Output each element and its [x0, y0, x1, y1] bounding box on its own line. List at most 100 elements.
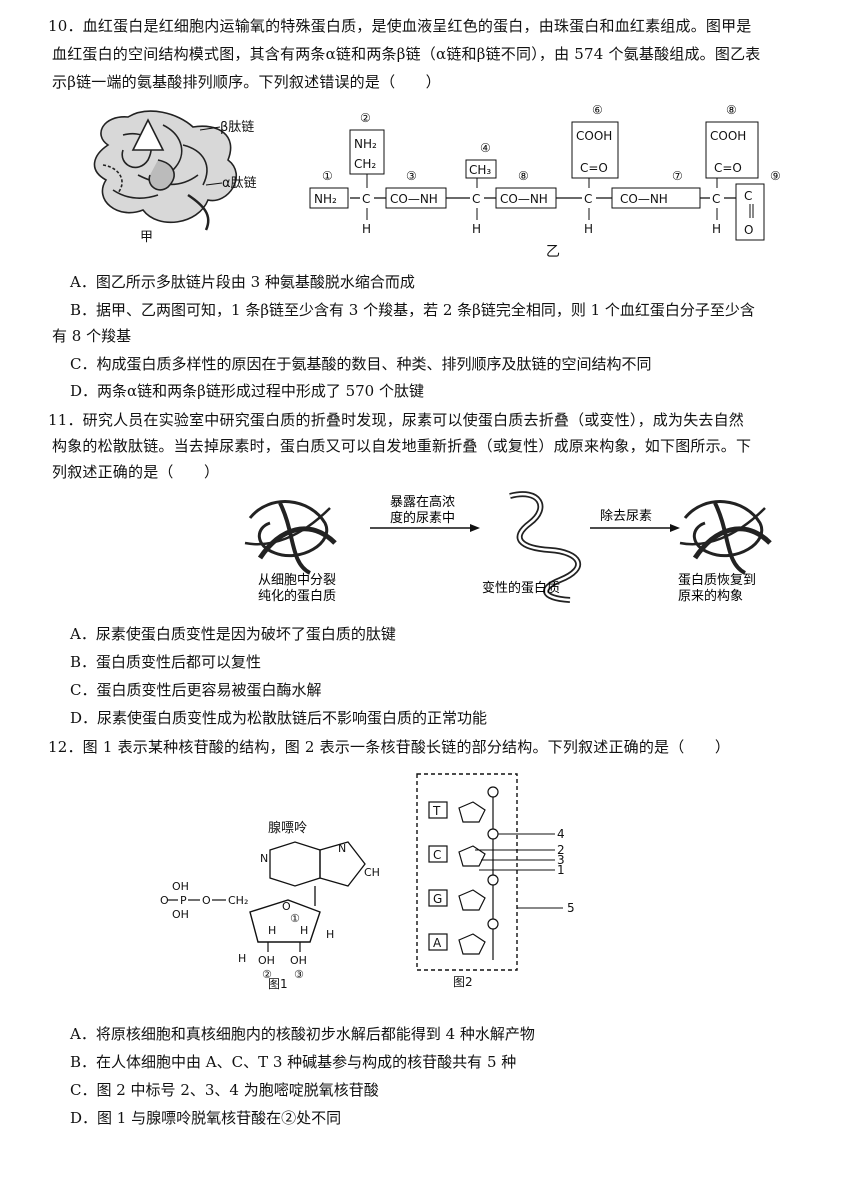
q11-option-c[interactable]: C．蛋白质变性后更容易被蛋白酶水解	[70, 681, 322, 699]
q10-option-c[interactable]: C．构成蛋白质多样性的原因在于氨基酸的数目、种类、排列顺序及肽链的空间结构不同	[70, 355, 652, 373]
q11-stem-line-3: 列叙述正确的是（ ）	[52, 463, 220, 481]
q11-option-b[interactable]: B．蛋白质变性后都可以复性	[70, 653, 262, 671]
nucleotide-chain-figure: T C G A 4 2 3 1	[416, 773, 575, 989]
nh2-group: NH₂	[314, 192, 337, 206]
q10-stem-line-2: 血红蛋白的空间结构模式图，其含有两条α链和两条β链（α链和β链不同），由 574…	[52, 45, 761, 63]
label-7: ⑦	[672, 169, 683, 183]
protein-folding-figure: 暴露在高浓 度的尿素中 除去尿素 从细胞中分裂 纯化的蛋白质 变性的蛋白质 蛋白…	[244, 491, 772, 604]
caption-purified-line1: 从细胞中分裂	[258, 573, 336, 588]
figure-jia-caption: 甲	[140, 230, 153, 245]
q12-option-d[interactable]: D．图 1 与腺嘌呤脱氧核苷酸在②处不同	[70, 1109, 342, 1127]
side-chain-8-cooh: COOH	[710, 129, 746, 143]
q12-option-c[interactable]: C．图 2 中标号 2、3、4 为胞嘧啶脱氧核苷酸	[70, 1081, 379, 1099]
q11-stem-line-1: 11．研究人员在实验室中研究蛋白质的折叠时发现，尿素可以使蛋白质去折叠（或变性）…	[48, 411, 744, 429]
arrow1-label-line1: 暴露在高浓	[390, 494, 455, 510]
adenine-title: 腺嘌呤	[268, 820, 307, 836]
ribose-oh-3: OH	[290, 954, 307, 967]
q11-option-a[interactable]: A．尿素使蛋白质变性是因为破坏了蛋白质的肽键	[70, 625, 396, 643]
ribose-oh-2: OH	[258, 954, 275, 967]
phosphate-p: P	[180, 894, 187, 907]
n-label-2: N	[338, 842, 346, 855]
alpha-carbon-4: C	[712, 192, 720, 206]
figure-2-caption: 图2	[453, 975, 473, 989]
mark-5: 5	[567, 901, 575, 915]
folded-protein-1-drawing	[244, 500, 337, 575]
mark-1: 1	[557, 863, 565, 877]
caption-restored-line1: 蛋白质恢复到	[678, 572, 756, 588]
peptide-bond-7: CO—NH	[620, 192, 668, 206]
label-3: ③	[406, 169, 417, 183]
side-chain-2-ch2: CH₂	[354, 157, 376, 171]
caption-restored-line2: 原来的构象	[678, 588, 743, 604]
hydrogen-2: H	[472, 222, 481, 236]
side-chain-8-ceo: C=O	[714, 161, 742, 175]
ch2-label: CH₂	[228, 894, 248, 907]
figure-1-caption: 图1	[268, 977, 288, 990]
q10-option-a[interactable]: A．图乙所示多肽链片段由 3 种氨基酸脱水缩合而成	[70, 273, 415, 291]
side-chain-6-ceo: C=O	[580, 161, 608, 175]
terminal-oxygen: O	[744, 223, 753, 237]
carbon-3-mark: ③	[294, 968, 304, 981]
hemoglobin-structure-figure: β肽链 α肽链 甲	[93, 110, 257, 245]
hydrogen-3: H	[584, 222, 593, 236]
beta-chain-label: β肽链	[220, 120, 254, 135]
label-9: ⑨	[770, 169, 781, 183]
q10-option-b-cont: 有 8 个羧基	[52, 327, 132, 345]
q10-stem-line-3: 示β链一端的氨基酸排列顺序。下列叙述错误的是（ ）	[52, 73, 441, 91]
hydrogen-1: H	[362, 222, 371, 236]
label-5: ⑧	[518, 169, 529, 183]
carbon-2-mark: ②	[262, 968, 272, 981]
arrow2-label: 除去尿素	[600, 509, 652, 524]
hemoglobin-blob-drawing	[93, 110, 238, 231]
base-g: G	[433, 892, 442, 906]
side-chain-2-nh2: NH₂	[354, 137, 377, 151]
label-8: ⑧	[726, 103, 737, 117]
alpha-carbon-3: C	[584, 192, 592, 206]
nucleotide-structure-figure: 腺嘌呤 CH N N OH OH O P O CH₂ O ① H H H H	[160, 820, 380, 990]
label-6: ⑥	[592, 103, 603, 117]
q12-stem: 12．图 1 表示某种核苷酸的结构，图 2 表示一条核苷酸长链的部分结构。下列叙…	[48, 738, 731, 756]
q10-stem-line-1: 10．血红蛋白是红细胞内运输氧的特殊蛋白质，是使血液呈红色的蛋白，由珠蛋白和血红…	[48, 17, 752, 35]
base-c: C	[433, 848, 441, 862]
caption-purified-line2: 纯化的蛋白质	[258, 588, 336, 604]
alpha-carbon-2: C	[472, 192, 480, 206]
ch-label: CH	[364, 866, 380, 879]
q12-option-a[interactable]: A．将原核细胞和真核细胞内的核酸初步水解后都能得到 4 种水解产物	[70, 1025, 535, 1043]
peptide-bond-3: CO—NH	[390, 192, 438, 206]
h-3: H	[268, 924, 276, 937]
q11-stem-line-2: 构象的松散肽链。当去掉尿素时，蛋白质又可以自发地重新折叠（或复性）成原来构象，如…	[52, 437, 752, 455]
n-label-1: N	[260, 852, 268, 865]
alpha-carbon-1: C	[362, 192, 370, 206]
q10-option-d[interactable]: D．两条α链和两条β链形成过程中形成了 570 个肽键	[70, 382, 424, 400]
phosphate-oh-2: OH	[172, 908, 189, 921]
mark-3: 3	[557, 853, 565, 867]
refolded-protein-drawing	[679, 500, 772, 575]
hydrogen-4: H	[712, 222, 721, 236]
label-2: ②	[360, 111, 371, 125]
mark-4: 4	[557, 827, 565, 841]
label-1: ①	[322, 169, 333, 183]
base-t: T	[432, 804, 441, 818]
figure-yi-caption: 乙	[546, 244, 560, 260]
alpha-chain-label: α肽链	[222, 176, 257, 191]
q11-option-d[interactable]: D．尿素使蛋白质变性成为松散肽链后不影响蛋白质的正常功能	[70, 709, 488, 727]
side-chain-4-ch3: CH₃	[469, 163, 491, 177]
q12-option-b[interactable]: B．在人体细胞中由 A、C、T 3 种碱基参与构成的核苷酸共有 5 种	[70, 1053, 517, 1071]
base-a: A	[433, 936, 442, 950]
caption-denatured: 变性的蛋白质	[482, 580, 560, 596]
terminal-carbon: C	[744, 189, 752, 203]
h-2: H	[326, 928, 334, 941]
side-chain-6-cooh: COOH	[576, 129, 612, 143]
peptide-chain-figure: NH₂ ① C H NH₂ CH₂ ② CO—NH ③ C H CH₃	[309, 103, 781, 260]
h-4: H	[300, 924, 308, 937]
carbon-1-mark: ①	[290, 912, 300, 925]
h-1: H	[238, 952, 246, 965]
arrow1-label-line2: 度的尿素中	[390, 510, 455, 526]
ester-o: O	[202, 894, 211, 907]
q10-option-b[interactable]: B．据甲、乙两图可知，1 条β链至少含有 3 个羧基，若 2 条β链完全相同，则…	[70, 301, 755, 319]
mark-2: 2	[557, 843, 565, 857]
phosphate-o: O	[160, 894, 169, 907]
ring-o: O	[282, 900, 291, 913]
peptide-bond-5: CO—NH	[500, 192, 548, 206]
